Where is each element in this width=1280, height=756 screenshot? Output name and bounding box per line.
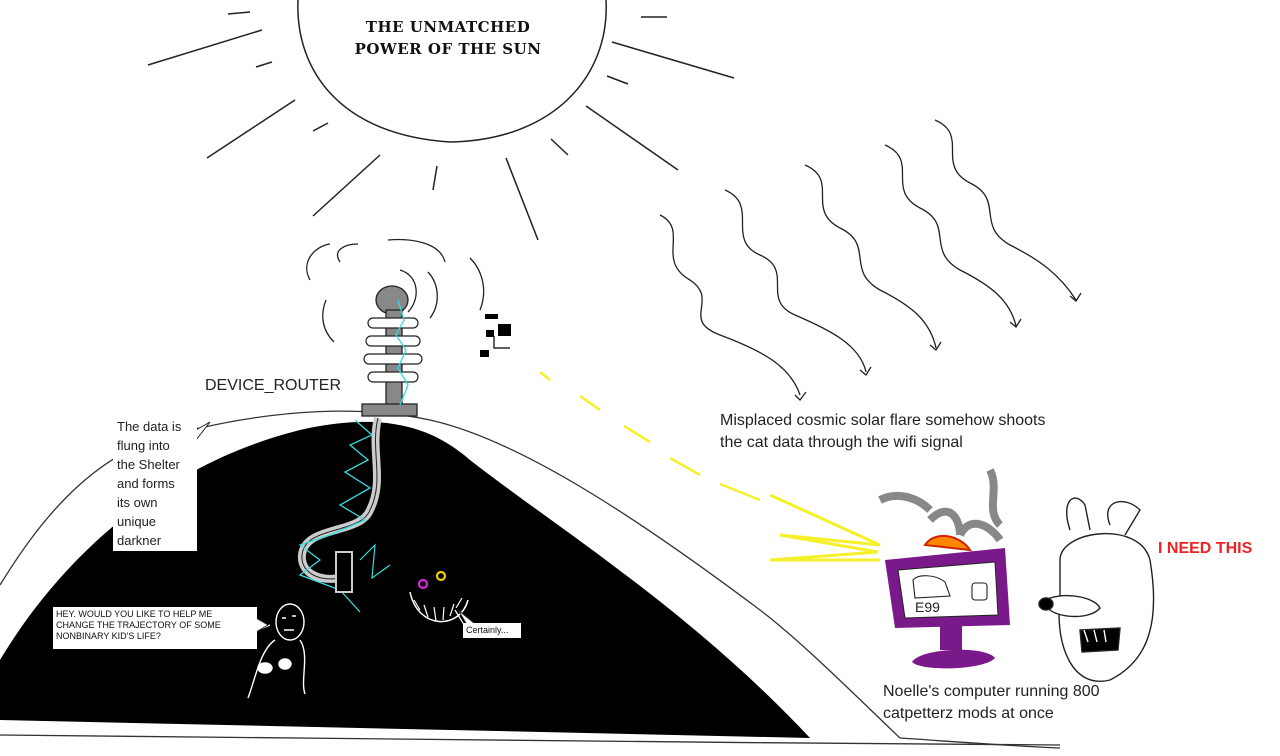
shelter-caption-line: The data is: [117, 419, 182, 434]
sun-title: THE UNMATCHED POWER OF THE SUN: [330, 16, 566, 60]
question-line: NONBINARY KID'S LIFE?: [56, 631, 161, 641]
flare-caption-line2: the cat data through the wifi signal: [720, 434, 963, 451]
cat-data-icon: [480, 314, 511, 357]
shelter-caption-line: unique: [117, 514, 157, 529]
computer-caption-line1: Noelle's computer running 800: [883, 683, 1100, 700]
sun-title-line1: THE UNMATCHED: [365, 18, 531, 36]
computer-screen-text: E99: [915, 599, 940, 615]
question-line: CHANGE THE TRAJECTORY OF SOME: [56, 620, 221, 630]
question-line: HEY. WOULD YOU LIKE TO HELP ME: [56, 609, 213, 619]
shelter-caption-box: The data is flung into the Shelter and f…: [113, 415, 197, 551]
computer-caption-line2: catpetterz mods at once: [883, 705, 1054, 722]
need-this-exclamation: I NEED THIS: [1158, 540, 1253, 557]
shelter-caption-line: the Shelter: [117, 457, 180, 472]
data-cable: [297, 417, 391, 613]
shelter-caption-line: and forms: [117, 476, 175, 491]
flare-caption: Misplaced cosmic solar flare somehow sho…: [720, 410, 1045, 454]
sun-title-line2: POWER OF THE SUN: [354, 40, 542, 58]
router-label: DEVICE_ROUTER: [205, 377, 342, 394]
shadow-figure: [247, 603, 306, 699]
heat-waves: [659, 119, 1082, 401]
shelter-caption-line: its own: [117, 495, 158, 510]
shelter-caption-line: darkner: [117, 533, 162, 548]
shelter-caption-line: flung into: [117, 438, 170, 453]
speech-pointers: [195, 421, 475, 633]
wifi-router-icon: [306, 238, 485, 417]
flare-caption-line1: Misplaced cosmic solar flare somehow sho…: [720, 412, 1046, 429]
reply-speech-bubble: Certainly...: [463, 623, 521, 638]
solar-flare: [539, 371, 881, 562]
question-speech-bubble: HEY. WOULD YOU LIKE TO HELP ME CHANGE TH…: [53, 607, 257, 649]
computer-monitor: E99: [878, 468, 1010, 669]
bunny-ear-character: [1038, 497, 1155, 682]
sun: [147, 0, 735, 241]
computer-caption: Noelle's computer running 800 catpetterz…: [883, 681, 1100, 725]
